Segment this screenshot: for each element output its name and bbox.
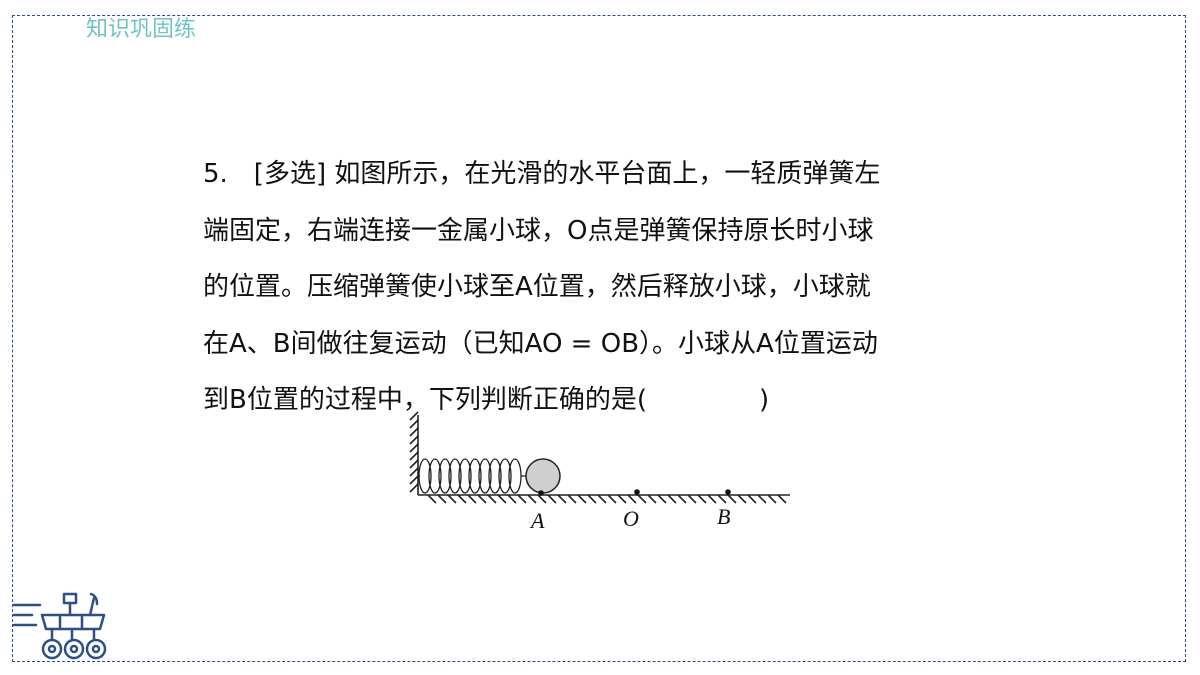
- spring: [418, 458, 526, 494]
- rover-robot-icon: [12, 592, 107, 660]
- wall: [409, 411, 419, 495]
- section-title: 知识巩固练: [86, 16, 197, 44]
- question-line-5: 到B位置的过程中，下列判断正确的是(): [203, 372, 1003, 429]
- label-o: O: [623, 506, 639, 531]
- floor: [418, 494, 790, 504]
- question-line-2: 端固定，右端连接一金属小球，O点是弹簧保持原长时小球: [203, 215, 874, 246]
- dashed-frame: [12, 15, 1186, 662]
- question-line-4: 在A、B间做往复运动（已知AO = OB）。小球从A位置运动: [203, 328, 878, 359]
- question-line-5-text: 到B位置的过程中，下列判断正确的是(: [203, 385, 647, 415]
- question-line-1: 5. [多选] 如图所示，在光滑的水平台面上，一轻质弹簧左: [203, 159, 881, 189]
- question-text: 5. [多选] 如图所示，在光滑的水平台面上，一轻质弹簧左 端固定，右端连接一金…: [203, 146, 1003, 429]
- point-b: [725, 489, 731, 495]
- label-b: B: [717, 504, 730, 529]
- point-o: [634, 489, 640, 495]
- question-line-3: 的位置。压缩弹簧使小球至A位置，然后释放小球，小球就: [203, 272, 871, 302]
- metal-ball: [525, 458, 561, 494]
- point-a: [538, 490, 544, 496]
- spring-ball-figure: A O B: [409, 411, 790, 533]
- label-a: A: [529, 508, 545, 533]
- closing-paren: ): [758, 385, 770, 415]
